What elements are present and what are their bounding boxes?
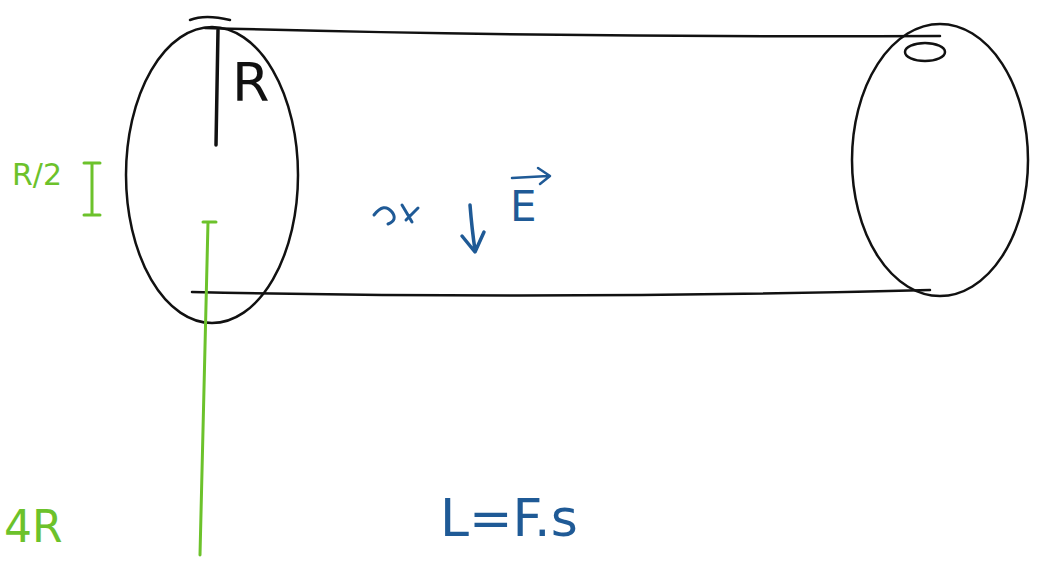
distance-line <box>200 222 216 555</box>
distance-label: 4R <box>4 505 63 549</box>
cylinder-top-edge <box>205 28 940 36</box>
right-end-loop <box>905 43 945 61</box>
radius-label: R <box>232 56 270 110</box>
right-end-ellipse <box>852 24 1028 296</box>
work-formula: L=F.s <box>440 492 578 544</box>
cylinder-bottom-edge <box>192 290 930 296</box>
half-radius-label: R/2 <box>12 160 62 190</box>
vector-overarrow <box>512 168 550 184</box>
field-arrow <box>462 205 484 252</box>
scribble <box>374 205 418 224</box>
left-end-ellipse <box>126 27 298 323</box>
half-radius-bracket <box>84 163 100 215</box>
ellipse-overlap <box>190 17 230 20</box>
radius-line <box>216 30 218 145</box>
field-label: E <box>510 186 537 228</box>
